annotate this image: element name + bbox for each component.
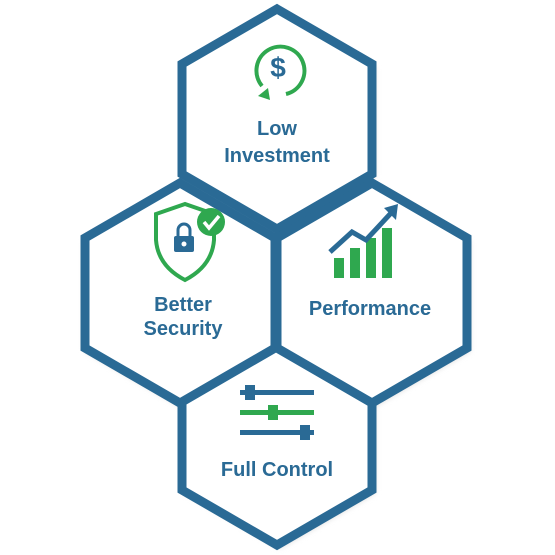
better-security-label-line1: Better	[154, 294, 212, 316]
hexagon-low-investment: $ Low Investment	[177, 3, 377, 235]
better-security-label-line2: Security	[144, 318, 224, 340]
svg-text:$: $	[270, 52, 286, 83]
growth-chart-icon	[328, 204, 398, 278]
hexagon-shape	[272, 177, 472, 409]
hexagon-shape	[177, 3, 377, 235]
sliders-icon	[240, 385, 314, 440]
shield-lock-check-icon	[154, 201, 225, 283]
low-investment-label-line2: Investment	[224, 145, 330, 167]
full-control-label: Full Control	[221, 459, 333, 481]
low-investment-label-line1: Low	[257, 118, 297, 140]
performance-label: Performance	[309, 298, 431, 320]
dollar-cycle-icon: $	[254, 44, 307, 100]
hexagon-performance: Performance	[272, 177, 472, 409]
